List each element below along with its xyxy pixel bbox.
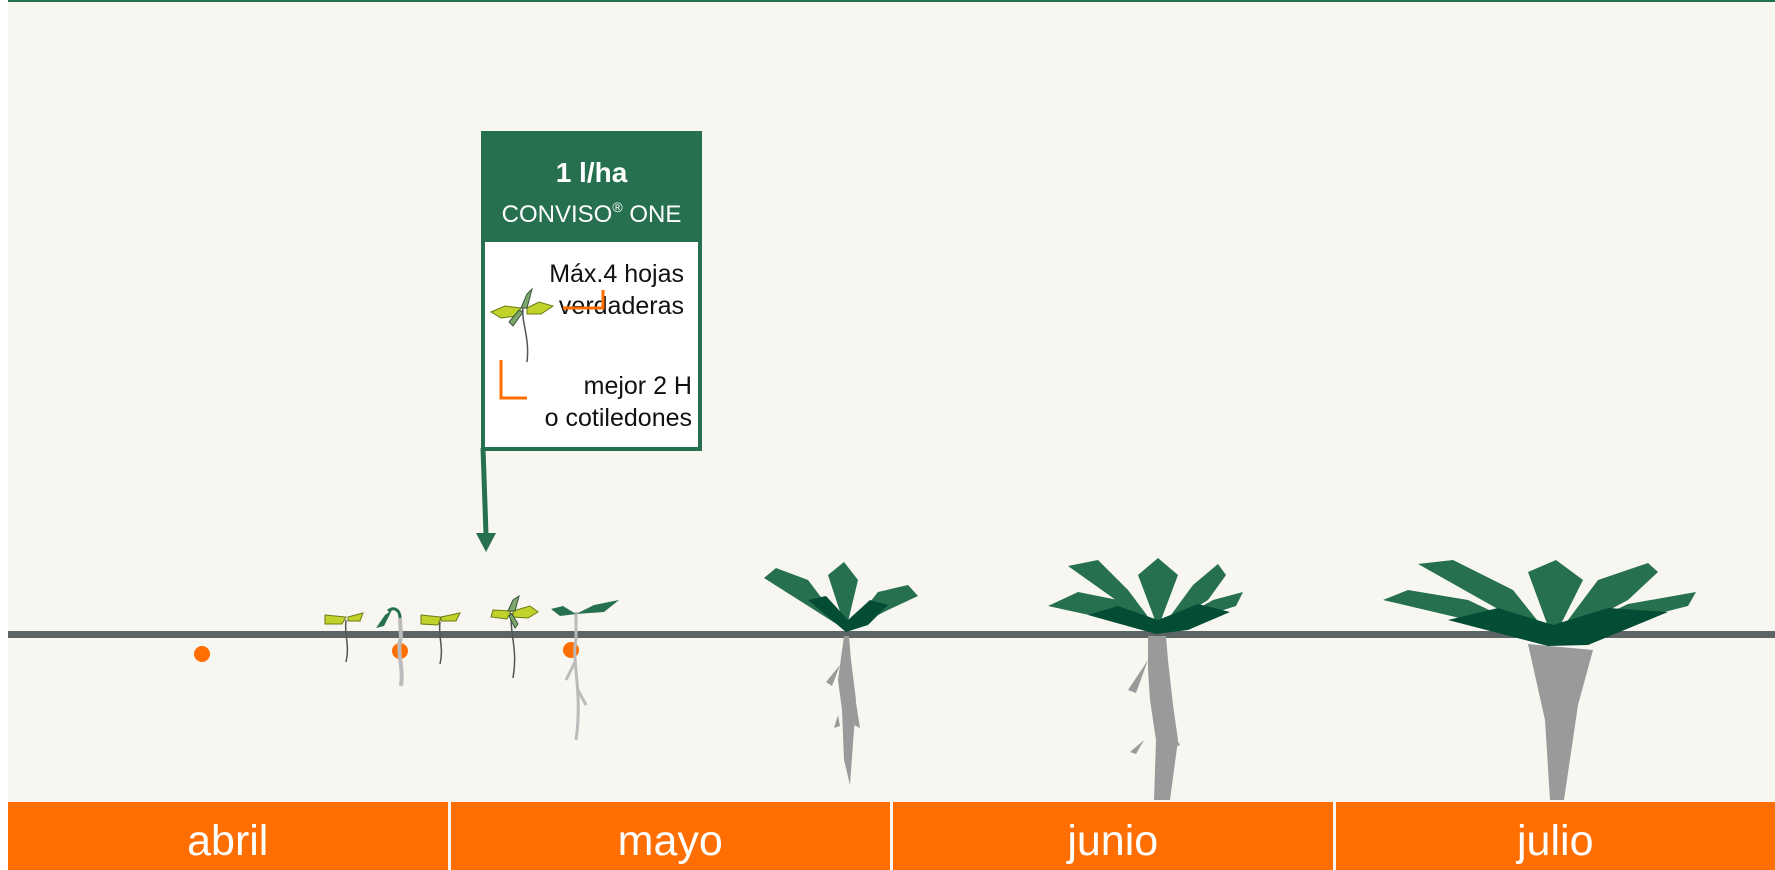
seedling-icon [420, 612, 461, 665]
seedling-icon [324, 612, 364, 663]
seedling-icon [376, 607, 404, 687]
max-stage-label: Máx.4 hojas verdaderas [549, 260, 684, 320]
seed-icon [194, 646, 210, 662]
month-april: abril [8, 802, 448, 870]
dose-label: 1 l/ha [555, 157, 628, 188]
seedling-icon [490, 594, 539, 679]
month-july: julio [1335, 802, 1775, 870]
best-stage-label: mejor 2 H o cotiledones [544, 372, 692, 432]
month-timeline: abril mayo junio julio [8, 802, 1775, 870]
callout-header: 1 l/ha CONVISO® ONE [485, 135, 698, 242]
registered-mark: ® [612, 199, 623, 215]
sugar-beet-plant-icon [1383, 560, 1696, 800]
arrow-down-icon [476, 447, 496, 552]
application-callout: 1 l/ha CONVISO® ONE Máx.4 hojas verdader… [481, 131, 702, 451]
product-name: CONVISO® ONE [501, 199, 682, 228]
bracket-icon [499, 360, 527, 400]
seedling-icon [489, 287, 555, 363]
bracket-icon [563, 290, 605, 310]
slide: 1 l/ha CONVISO® ONE Máx.4 hojas verdader… [8, 0, 1775, 870]
callout-illustration [489, 287, 605, 400]
ground-line [8, 631, 1775, 638]
sugar-beet-plant-icon [764, 562, 918, 785]
top-rule [8, 0, 1775, 2]
month-june: junio [893, 802, 1333, 870]
month-may: mayo [450, 802, 890, 870]
growth-stage-diagram [8, 447, 1775, 800]
sugar-beet-plant-icon [1048, 558, 1243, 800]
seedling-icon [551, 600, 619, 741]
